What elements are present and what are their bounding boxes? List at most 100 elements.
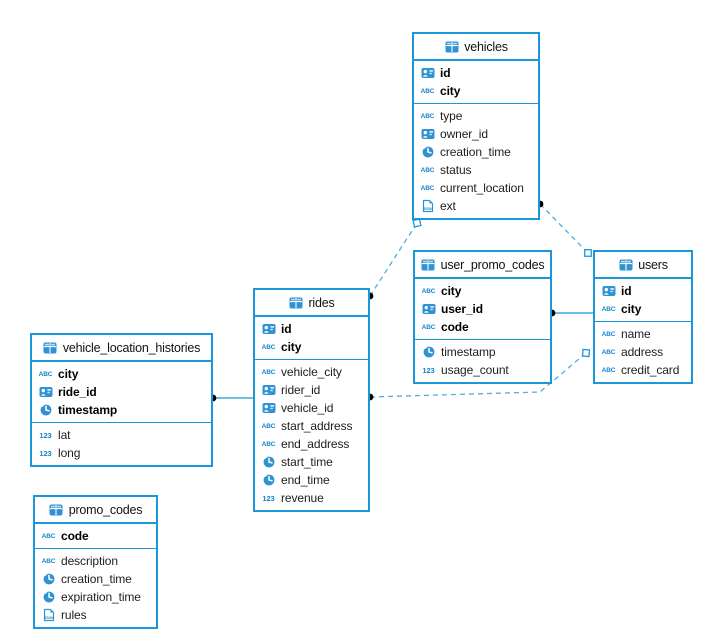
relation-diamond-endpoint: [581, 348, 591, 358]
abc-text-type-icon: ABC: [261, 423, 276, 430]
field-label: credit_card: [621, 363, 680, 377]
field-row[interactable]: id: [414, 64, 538, 82]
table-title: vehicles: [464, 39, 508, 54]
clock-timestamp-icon: [41, 590, 56, 604]
relation-line-rides-to-vehicles: [369, 222, 418, 297]
id-badge-icon: [420, 66, 435, 80]
table-header[interactable]: users: [595, 252, 691, 279]
field-label: end_time: [281, 473, 330, 487]
field-row[interactable]: vehicle_id: [255, 399, 368, 417]
field-row[interactable]: expiration_time: [35, 588, 156, 606]
field-row[interactable]: ABC type: [414, 107, 538, 125]
clock-timestamp-icon: [41, 572, 56, 586]
abc-text-type-icon: ABC: [601, 367, 616, 374]
table-header[interactable]: vehicles: [414, 34, 538, 61]
field-row[interactable]: creation_time: [414, 143, 538, 161]
clock-timestamp-icon: [38, 403, 53, 417]
numeric-glyph: 123: [262, 493, 275, 503]
abc-glyph: ABC: [261, 440, 276, 448]
field-label: timestamp: [441, 345, 496, 359]
abc-glyph: ABC: [601, 366, 616, 374]
numeric-glyph: 123: [39, 430, 52, 440]
field-label: address: [621, 345, 663, 359]
abc-text-type-icon: ABC: [261, 441, 276, 448]
numeric-type-icon: 123: [38, 449, 53, 458]
field-label: type: [440, 109, 463, 123]
field-label: vehicle_city: [281, 365, 342, 379]
svg-text:JSON: JSON: [423, 207, 433, 211]
table-header[interactable]: promo_codes: [35, 497, 156, 524]
abc-text-type-icon: ABC: [601, 349, 616, 356]
field-label: ride_id: [58, 385, 97, 399]
field-row[interactable]: rider_id: [255, 381, 368, 399]
field-row[interactable]: ABC credit_card: [595, 361, 691, 379]
field-row[interactable]: ABC city: [32, 365, 211, 383]
table-icon: [618, 258, 633, 272]
abc-glyph: ABC: [41, 532, 56, 540]
abc-text-type-icon: ABC: [420, 185, 435, 192]
field-label: city: [281, 340, 302, 354]
field-label: creation_time: [61, 572, 132, 586]
id-badge-icon: [261, 322, 276, 336]
numeric-glyph: 123: [39, 448, 52, 458]
abc-glyph: ABC: [421, 323, 436, 331]
field-label: city: [58, 367, 79, 381]
field-row[interactable]: timestamp: [32, 401, 211, 419]
field-row[interactable]: end_time: [255, 471, 368, 489]
field-row[interactable]: ABC vehicle_city: [255, 363, 368, 381]
field-row[interactable]: creation_time: [35, 570, 156, 588]
table-icon: [288, 296, 303, 310]
field-row[interactable]: ride_id: [32, 383, 211, 401]
abc-glyph: ABC: [38, 370, 53, 378]
field-row[interactable]: id: [595, 282, 691, 300]
abc-glyph: ABC: [261, 368, 276, 376]
clock-timestamp-icon: [261, 455, 276, 469]
field-row[interactable]: start_time: [255, 453, 368, 471]
table-header[interactable]: rides: [255, 290, 368, 317]
field-row[interactable]: owner_id: [414, 125, 538, 143]
abc-glyph: ABC: [261, 422, 276, 430]
field-row[interactable]: id: [255, 320, 368, 338]
abc-glyph: ABC: [420, 166, 435, 174]
table-title: vehicle_location_histories: [62, 340, 201, 355]
abc-glyph: ABC: [420, 112, 435, 120]
table-header[interactable]: user_promo_codes: [415, 252, 550, 279]
relation-line-vehicles-to-users: [539, 203, 589, 254]
field-row[interactable]: ABC address: [595, 343, 691, 361]
field-row[interactable]: timestamp: [415, 343, 550, 361]
field-label: id: [621, 284, 632, 298]
abc-glyph: ABC: [420, 87, 435, 95]
field-label: timestamp: [58, 403, 118, 417]
table-header[interactable]: vehicle_location_histories: [32, 335, 211, 362]
field-row[interactable]: user_id: [415, 300, 550, 318]
